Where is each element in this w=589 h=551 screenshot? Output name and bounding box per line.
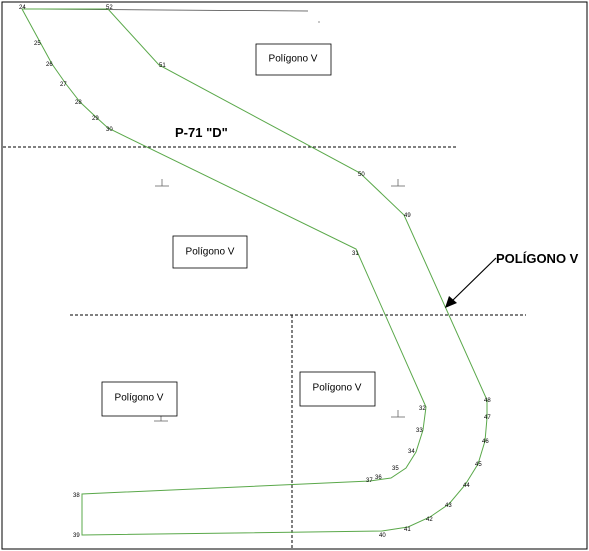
vertex-label: 51 [159,63,166,69]
vertex-label: 52 [106,5,113,11]
vertex-label: 50 [358,172,365,178]
poligono-box: Polígono V [299,371,376,407]
vertex-label: 27 [60,82,67,88]
vertex-label: 26 [46,62,53,68]
vertex-label: 32 [419,406,426,412]
poligono-box: Polígono V [101,381,178,417]
vertex-label: 43 [445,503,452,509]
vertex-label: 34 [408,449,415,455]
vertex-label: 38 [73,493,80,499]
poligono-box: Polígono V [255,43,332,76]
arrow-head-icon [445,296,457,308]
vertex-label: 49 [404,213,411,219]
vertex-label: 35 [392,466,399,472]
vertex-label: 30 [106,127,113,133]
poligono-box-label: Polígono V [313,383,362,394]
callout-arrow-line [451,257,497,302]
vertex-labels: 24 25 26 27 28 29 30 31 32 33 34 35 36 3… [19,5,491,539]
vertex-label: 42 [426,517,433,523]
vertex-label: 28 [75,100,82,106]
vertex-label: 36 [375,475,382,481]
survey-symbols [154,179,405,422]
vertex-label: 25 [34,41,41,47]
poligono-box-label: Polígono V [269,54,318,65]
vertex-label: 29 [92,116,99,122]
poligono-box: Polígono V [172,235,248,269]
vertex-label: 33 [416,428,423,434]
vertex-label: 48 [484,398,491,404]
poligono-box-label: Polígono V [115,393,164,404]
callout-label: POLÍGONO V [496,251,579,266]
vertex-label: 24 [19,5,26,11]
vertex-label: 39 [73,533,80,539]
section-title: P-71 "D" [175,125,228,140]
vertex-label: 31 [352,251,359,257]
vertex-label: 47 [484,415,491,421]
vertex-label: 40 [379,533,386,539]
poligono-v-outline [21,8,488,536]
vertex-label: 44 [463,483,470,489]
vertex-label: 46 [482,439,489,445]
vertex-label: 37 [366,478,373,484]
poligono-box-label: Polígono V [186,247,235,258]
vertex-label: 45 [475,462,482,468]
vertex-label: 41 [404,527,411,533]
